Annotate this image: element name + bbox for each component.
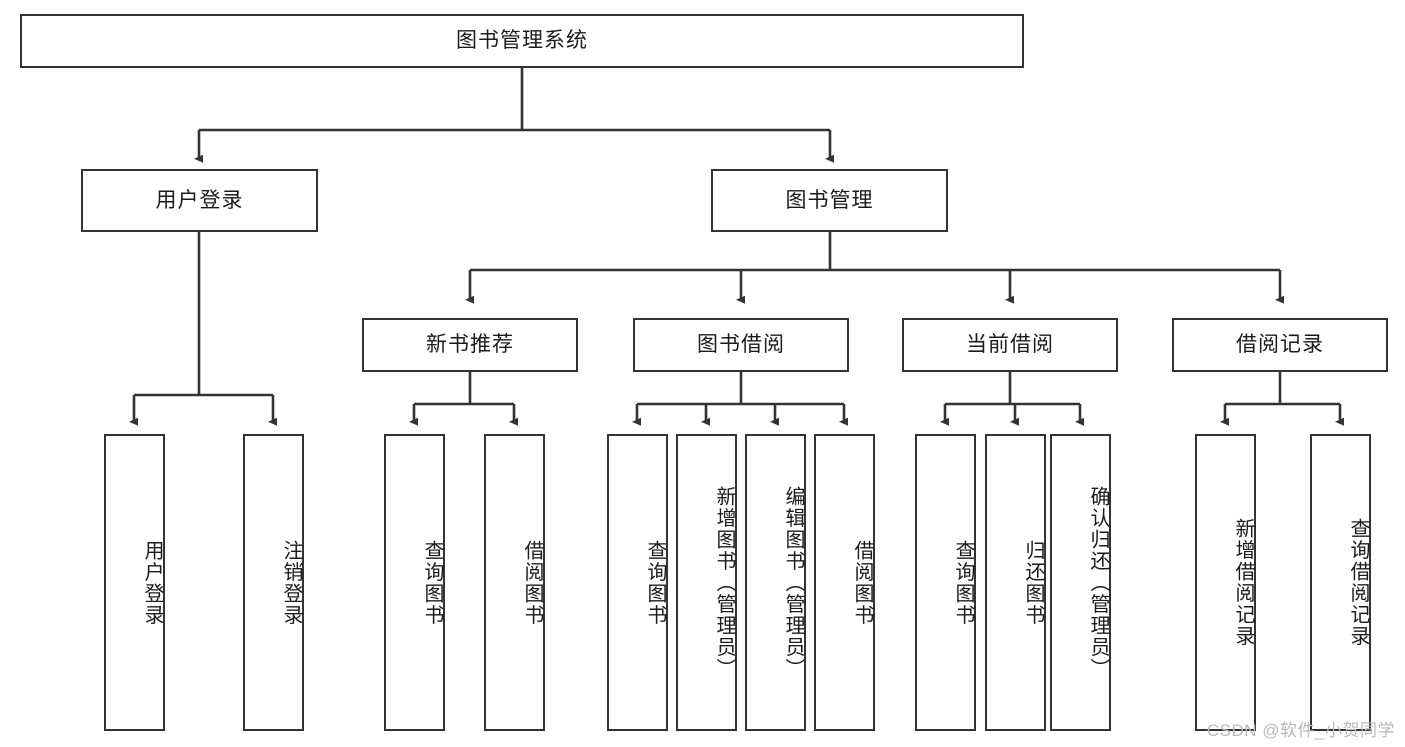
node-root[interactable]: 图书管理系统 [20, 14, 1024, 68]
node-borrow-record[interactable]: 借阅记录 [1172, 318, 1388, 372]
leaf-recommend-borrow-book[interactable]: 借阅图书 [484, 434, 545, 731]
node-user-login-label: 用户登录 [155, 188, 244, 212]
node-borrow-record-label: 借阅记录 [1236, 333, 1324, 357]
leaf-user-login[interactable]: 用户登录 [104, 434, 165, 731]
node-user-login[interactable]: 用户登录 [81, 169, 318, 232]
leaf-recommend-query-book-label: 查询图书 [421, 539, 443, 626]
leaf-borrow-edit-book[interactable]: 编辑图书（管理员） [745, 434, 806, 731]
leaf-borrow-borrow-book[interactable]: 借阅图书 [814, 434, 875, 731]
leaf-current-query-book[interactable]: 查询图书 [915, 434, 976, 731]
node-current-borrow-label: 当前借阅 [966, 333, 1054, 357]
leaf-record-query-label: 查询借阅记录 [1347, 518, 1369, 647]
node-root-label: 图书管理系统 [456, 29, 588, 53]
leaf-logout-label: 注销登录 [280, 539, 302, 626]
leaf-current-query-book-label: 查询图书 [952, 539, 974, 626]
node-current-borrow[interactable]: 当前借阅 [902, 318, 1118, 372]
leaf-borrow-query-book-label: 查询图书 [644, 539, 666, 626]
leaf-record-add[interactable]: 新增借阅记录 [1195, 434, 1256, 731]
leaf-recommend-query-book[interactable]: 查询图书 [384, 434, 445, 731]
leaf-recommend-borrow-book-label: 借阅图书 [521, 539, 543, 626]
node-book-borrow-label: 图书借阅 [697, 333, 785, 357]
leaf-record-query[interactable]: 查询借阅记录 [1310, 434, 1371, 731]
leaf-current-return-book[interactable]: 归还图书 [985, 434, 1046, 731]
leaf-borrow-add-book[interactable]: 新增图书（管理员） [676, 434, 737, 731]
node-book-manage[interactable]: 图书管理 [711, 169, 948, 232]
leaf-borrow-query-book[interactable]: 查询图书 [607, 434, 668, 731]
leaf-current-return-book-label: 归还图书 [1022, 539, 1044, 626]
node-new-book-recommend-label: 新书推荐 [426, 333, 514, 357]
node-book-manage-label: 图书管理 [785, 188, 874, 212]
leaf-user-login-label: 用户登录 [141, 539, 163, 626]
leaf-current-confirm-return[interactable]: 确认归还（管理员） [1050, 434, 1111, 731]
leaf-borrow-borrow-book-label: 借阅图书 [851, 539, 873, 626]
leaf-record-add-label: 新增借阅记录 [1232, 518, 1254, 647]
leaf-logout[interactable]: 注销登录 [243, 434, 304, 731]
leaf-borrow-add-book-label: 新增图书（管理员） [713, 485, 735, 680]
node-new-book-recommend[interactable]: 新书推荐 [362, 318, 578, 372]
leaf-current-confirm-return-label: 确认归还（管理员） [1087, 485, 1109, 680]
node-book-borrow[interactable]: 图书借阅 [633, 318, 849, 372]
leaf-borrow-edit-book-label: 编辑图书（管理员） [782, 485, 804, 680]
